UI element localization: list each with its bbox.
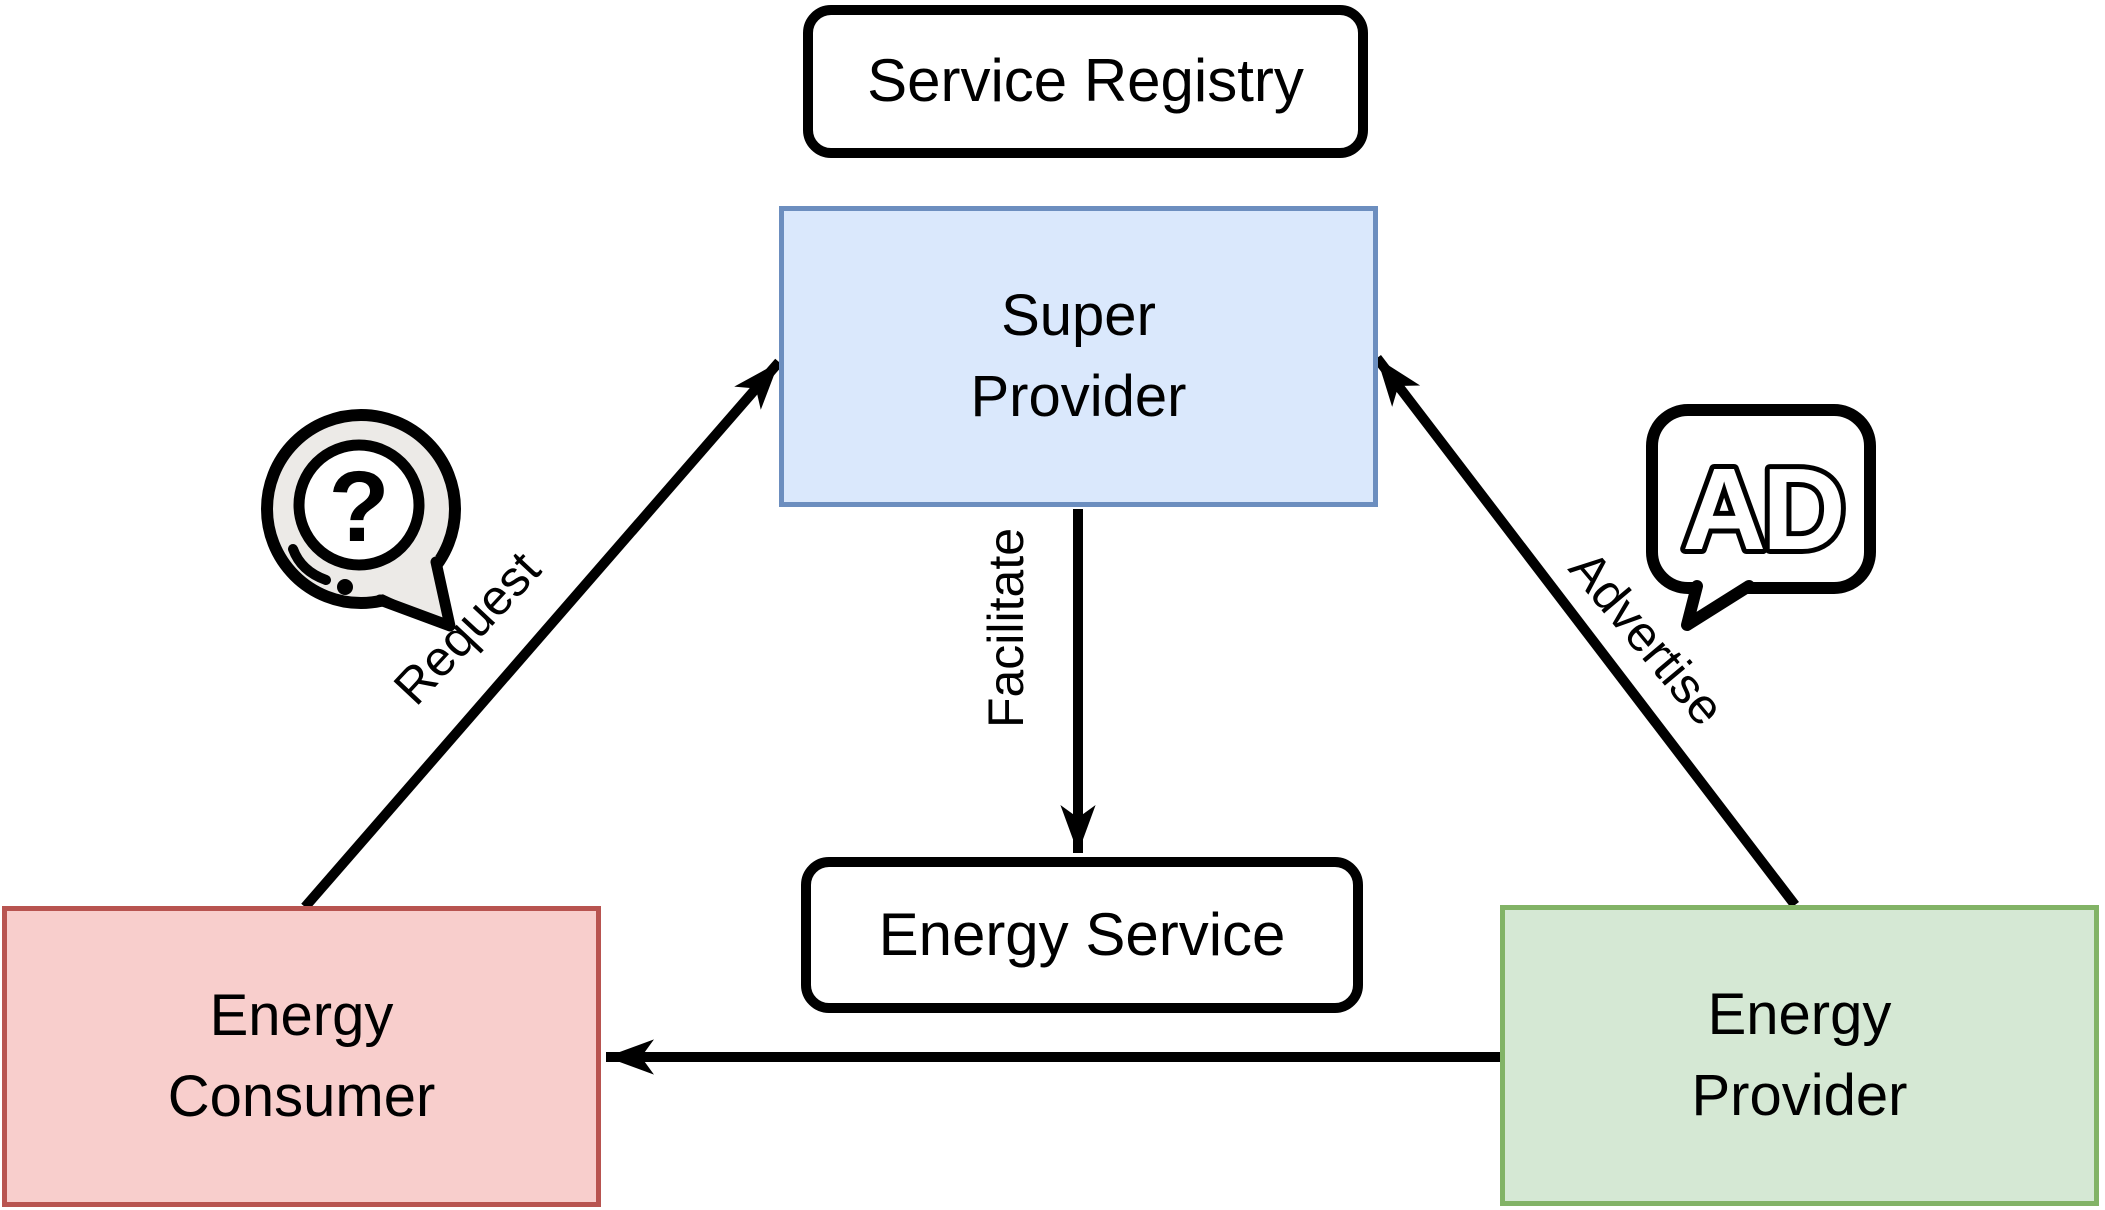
node-energy-consumer: Energy Consumer [2,906,601,1207]
question-speech-bubble-icon: ? [261,409,461,632]
super-provider-label-line2: Provider [970,363,1187,429]
ad-speech-bubble-icon: AD [1646,404,1876,631]
energy-provider-label-line1: Energy [1707,982,1892,1048]
facilitate-edge-label: Facilitate [978,527,1034,729]
service-registry-label: Service Registry [867,47,1304,115]
node-super-provider: Super Provider [779,206,1378,507]
energy-provider-label-line2: Provider [1691,1062,1908,1128]
super-provider-label-line1: Super [1001,283,1156,349]
energy-consumer-label-line1: Energy [209,983,394,1049]
energy-consumer-label-line2: Consumer [167,1063,436,1129]
question-mark-glyph: ? [328,451,389,563]
request-arrow [301,358,783,911]
node-energy-service: Energy Service [801,857,1363,1013]
node-service-registry: Service Registry [803,5,1368,158]
node-energy-provider: Energy Provider [1500,905,2099,1206]
advertise-arrow [1373,354,1799,909]
ad-glyph: AD [1682,444,1842,574]
energy-service-label: Energy Service [878,900,1286,968]
